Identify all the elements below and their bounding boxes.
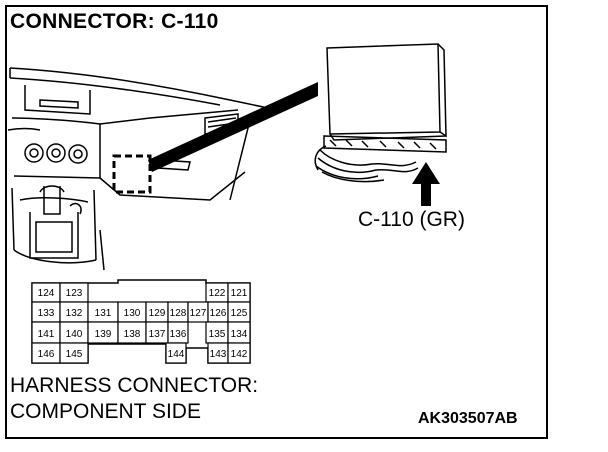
- pin-130: 130: [124, 308, 141, 319]
- arrow-up-icon: [412, 162, 440, 206]
- pin-128: 128: [170, 308, 187, 319]
- figure-code: AK303507AB: [418, 410, 518, 427]
- caption-line-2: COMPONENT SIDE: [10, 400, 201, 423]
- dashboard-drawing: [7, 67, 269, 271]
- pin-134: 134: [231, 329, 248, 340]
- pin-123: 123: [66, 288, 83, 299]
- pin-142: 142: [231, 349, 248, 360]
- diagram-title: CONNECTOR: C-110: [10, 10, 219, 33]
- pin-136: 136: [170, 329, 187, 340]
- pin-131: 131: [95, 308, 112, 319]
- pin-124: 124: [38, 288, 55, 299]
- pin-145: 145: [66, 349, 83, 360]
- pin-143: 143: [210, 349, 227, 360]
- pin-129: 129: [149, 308, 166, 319]
- pin-127: 127: [190, 308, 207, 319]
- harness-connector-face: 124 123 122 121 133 132 131 130 129 128 …: [31, 279, 251, 364]
- pin-141: 141: [38, 329, 55, 340]
- connector-label: C-110 (GR): [358, 208, 465, 231]
- ecu-module-drawing: [314, 43, 447, 183]
- pin-140: 140: [66, 329, 83, 340]
- pin-132: 132: [66, 308, 83, 319]
- pin-135: 135: [209, 329, 226, 340]
- pin-122: 122: [209, 288, 226, 299]
- caption-line-1: HARNESS CONNECTOR:: [10, 374, 259, 397]
- pin-126: 126: [210, 308, 227, 319]
- pin-121: 121: [231, 288, 248, 299]
- pin-138: 138: [124, 329, 141, 340]
- pin-125: 125: [231, 308, 248, 319]
- connector-location-box: [112, 154, 152, 194]
- pin-133: 133: [38, 308, 55, 319]
- pin-137: 137: [149, 329, 166, 340]
- leader-wedge: [148, 82, 318, 172]
- pin-139: 139: [95, 329, 112, 340]
- pin-146: 146: [38, 349, 55, 360]
- pin-144: 144: [168, 349, 185, 360]
